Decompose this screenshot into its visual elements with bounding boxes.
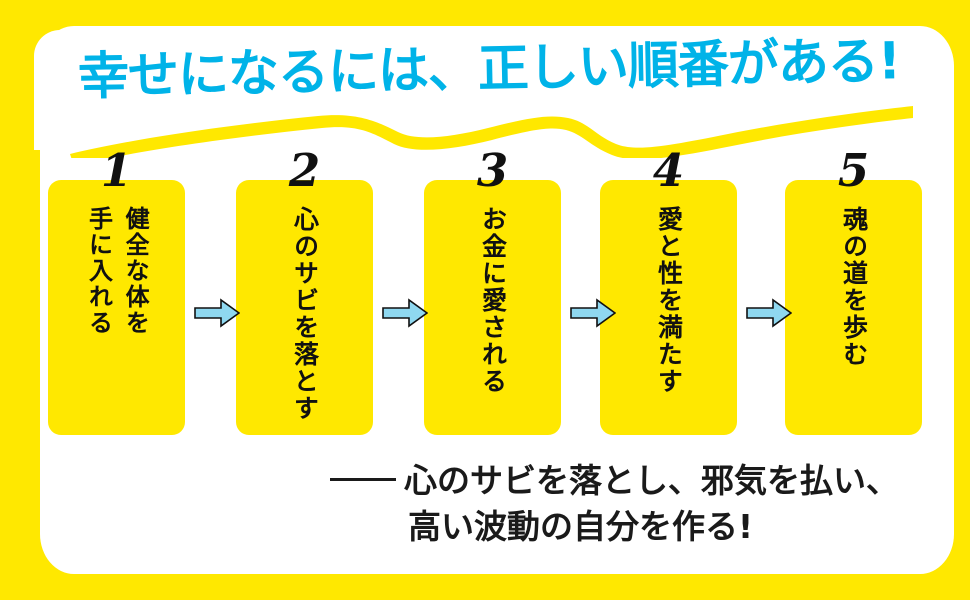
step-number-4: 4 [652,144,685,197]
step-card-5-background [785,180,922,435]
arrow-2-to-3-icon [382,298,428,328]
step-number-3: 3 [476,144,509,197]
step-text-1: 健全な体を 手に入れる [48,206,185,428]
step-4-column-1: 愛と性を満たす [654,206,684,395]
caption-line-1-wrap: 心のサビを落とし、邪気を払い、 [330,458,930,504]
step-number-5: 5 [837,144,870,197]
step-text-5: 魂の道を歩む [785,206,922,428]
caption-line-2: 高い波動の自分を作る! [408,506,754,546]
steps-row: 1 健全な体を 手に入れる 2 心のサビを落とす 3 お金 [48,148,922,442]
arrow-3-to-4-icon [570,298,616,328]
step-text-3: お金に愛される [424,206,561,428]
arrow-1-to-2-icon [194,298,240,328]
step-2-column-1: 心のサビを落とす [290,206,320,422]
step-card-2[interactable]: 2 心のサビを落とす [236,148,373,435]
step-text-4: 愛と性を満たす [600,206,737,428]
step-text-2: 心のサビを落とす [236,206,373,428]
step-card-2-background [236,180,373,435]
step-1-column-1: 健全な体を [121,206,150,336]
page-title: 幸せになるには、正しい順番がある! [77,32,901,107]
step-5-column-1: 魂の道を歩む [839,206,869,368]
step-number-2: 2 [288,144,321,197]
step-card-4[interactable]: 4 愛と性を満たす [600,148,737,435]
step-3-column-1: お金に愛される [478,206,508,395]
step-card-3-background [424,180,561,435]
step-card-1[interactable]: 1 健全な体を 手に入れる [48,148,185,435]
em-dash-rule [330,478,396,481]
arrow-4-to-5-icon [746,298,792,328]
step-card-1-background [48,180,185,435]
step-number-1: 1 [100,144,133,197]
caption-line-1: 心のサビを落とし、邪気を払い、 [404,461,899,500]
step-card-5[interactable]: 5 魂の道を歩む [785,148,922,435]
title-block: 幸せになるには、正しい順番がある! [70,32,913,158]
caption-block: 心のサビを落とし、邪気を払い、 高い波動の自分を作る! [330,458,930,549]
step-card-3[interactable]: 3 お金に愛される [424,148,561,435]
step-card-4-background [600,180,737,435]
step-1-column-2: 手に入れる [84,206,113,336]
